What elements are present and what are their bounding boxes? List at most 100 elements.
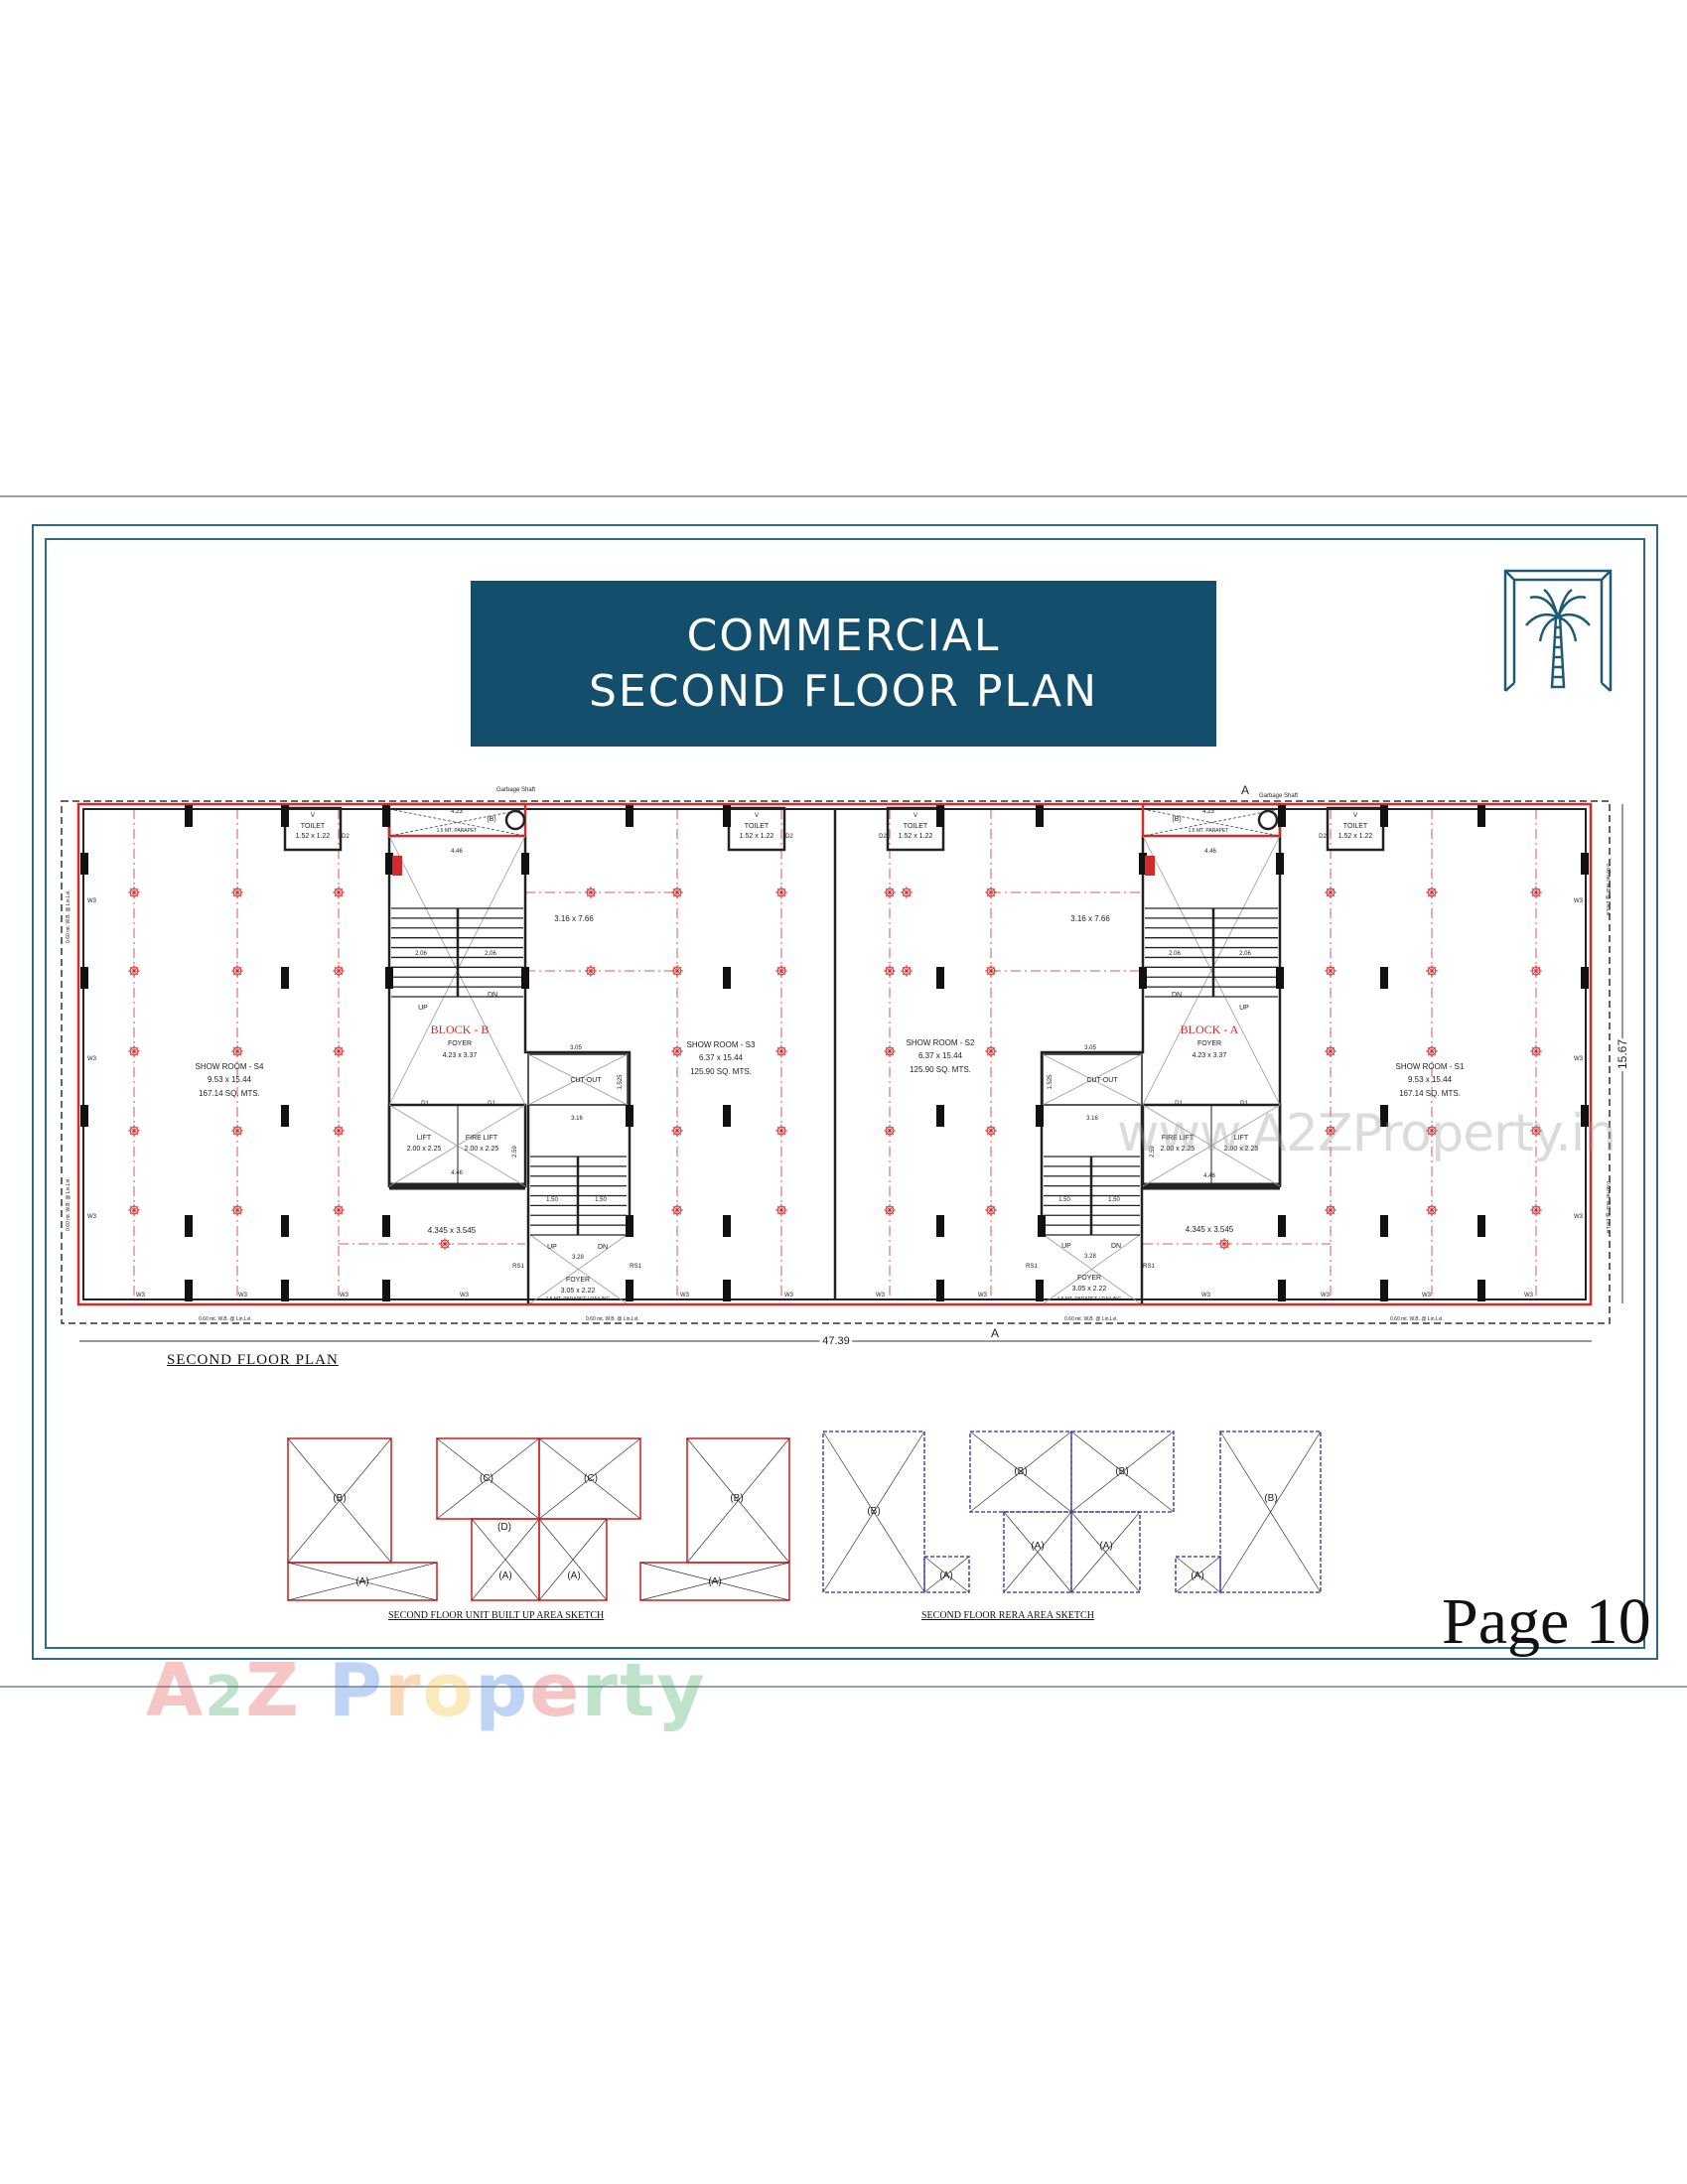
sprinkler-marker <box>884 965 896 977</box>
sprinkler-marker <box>985 1125 997 1137</box>
showroom-s2-name: SHOW ROOM - S2 <box>907 1038 975 1047</box>
sprinkler-marker <box>1426 1045 1438 1057</box>
column <box>1036 805 1044 827</box>
vent-s3: V <box>755 813 759 819</box>
cutout-a-height: 1.525 <box>1048 1074 1054 1090</box>
column <box>281 1105 289 1127</box>
tread-b-2: 1.50 <box>595 1197 607 1203</box>
sprinkler-marker <box>439 1238 451 1250</box>
rear-a-width: 3.05 <box>1084 1045 1096 1051</box>
built-up-unit-area-diagonals <box>639 1562 790 1601</box>
column <box>626 1105 633 1127</box>
sprinkler-marker <box>1530 1125 1542 1137</box>
lift-b-label: LIFT <box>417 1135 432 1142</box>
lift-a-height: 2.59 <box>1150 1146 1156 1158</box>
section-marker-top: A <box>1241 783 1249 797</box>
showroom-s1-area: 167.14 SQ. MTS. <box>1399 1089 1461 1098</box>
fire-lift-b-label: FIRE LIFT <box>466 1135 498 1142</box>
railing-b: 1.5 MT. PARAPET / RAILING <box>546 1297 611 1302</box>
column <box>385 853 393 875</box>
columns <box>80 805 1589 1301</box>
column <box>1139 967 1147 989</box>
column <box>1477 1280 1485 1301</box>
plot-boundary <box>61 800 1611 1324</box>
rear-stair-a-dn: DN <box>1111 1243 1121 1250</box>
built-up-sketch-caption: SECOND FLOOR UNIT BUILT UP AREA SKETCH <box>388 1610 605 1621</box>
column <box>521 967 529 989</box>
toilet-s1-label: TOILET <box>1343 823 1368 830</box>
sprinkler-marker <box>1426 1125 1438 1137</box>
showroom-s1-size: 9.53 x 15.44 <box>1408 1075 1453 1084</box>
tread-b-1: 1.50 <box>546 1197 558 1203</box>
sketch1-tag-a: (A) <box>355 1576 368 1587</box>
built-up-unit-area-diagonals <box>287 1562 438 1601</box>
column <box>1380 967 1388 989</box>
rera-unit-area <box>1175 1556 1221 1593</box>
stair-a-width-2: 2.06 <box>1239 951 1251 957</box>
vent-s2: V <box>914 813 917 819</box>
sprinkler-marker <box>671 1125 683 1137</box>
sprinkler-marker <box>671 965 683 977</box>
showroom-s2-size: 6.37 x 15.44 <box>918 1051 963 1060</box>
window-w3: W3 <box>1321 1293 1331 1298</box>
core-labels: BLOCK - B FOYER 4.23 x 3.37 BLOCK - A FO… <box>407 809 1259 1302</box>
wb-note: 0.60 mt. W.B. @ Lin.Lvl. <box>66 1177 71 1231</box>
door-d2-s2: D2 <box>879 834 887 840</box>
sprinkler-marker <box>231 965 243 977</box>
sprinkler-marker <box>884 887 896 898</box>
sprinkler-marker <box>1325 887 1336 898</box>
sprinkler-marker <box>671 1045 683 1057</box>
title-line-1: COMMERCIAL <box>686 610 1001 661</box>
column <box>521 853 529 875</box>
floor-plan-caption: SECOND FLOOR PLAN <box>167 1352 339 1368</box>
column <box>185 1215 193 1237</box>
window-w3: W3 <box>680 1293 690 1298</box>
shaft-b-width: 4.23 <box>451 809 463 815</box>
showroom-s4-size: 9.53 x 15.44 <box>208 1075 252 1084</box>
sprinkler-marker <box>901 887 913 898</box>
toilet-s3-size: 1.52 x 1.22 <box>740 833 774 840</box>
toilet-s4-size: 1.52 x 1.22 <box>296 833 331 840</box>
wb-note: 0.60 mt. W.B. @ Lin.Lvl. <box>66 889 71 943</box>
column <box>1139 853 1147 875</box>
sprinkler-marker <box>333 887 345 898</box>
page-bottom-rule <box>0 1686 1687 1688</box>
window-w3: W3 <box>87 1214 97 1220</box>
window-w3: W3 <box>340 1293 350 1298</box>
sprinkler-marker <box>128 1204 140 1216</box>
sprinkler-marker <box>231 887 243 898</box>
sprinkler-marker <box>128 965 140 977</box>
window-w3: W3 <box>460 1293 470 1298</box>
core-a-width: 4.46 <box>1204 849 1216 855</box>
walls <box>283 802 1385 1303</box>
showroom-s3-name: SHOW ROOM - S3 <box>687 1040 756 1049</box>
cutout-b-label: CUT-OUT <box>570 1077 602 1084</box>
door-d2-s3: D2 <box>785 834 793 840</box>
window-w3: W3 <box>238 1293 248 1298</box>
window-w3: W3 <box>1574 1214 1584 1220</box>
built-up-unit-area-diagonals <box>436 1437 540 1520</box>
core-b-width: 4.46 <box>451 849 463 855</box>
column <box>382 1215 390 1237</box>
built-up-unit-area <box>287 1562 438 1601</box>
built-up-unit-area <box>639 1562 790 1601</box>
rear-foyer-a-size: 3.05 x 2.22 <box>1072 1286 1107 1293</box>
column <box>281 805 289 827</box>
rera-unit-area <box>1070 1511 1141 1593</box>
rear-foyer-a-label: FOYER <box>1077 1275 1101 1282</box>
railing-a: 1.5 MT. PARAPET / RAILING <box>1057 1297 1122 1302</box>
column <box>626 1215 633 1237</box>
sketch2-tag-b2: (B) <box>1014 1466 1027 1477</box>
foyer-b-width: 3.28 <box>572 1255 584 1261</box>
column <box>1380 805 1388 827</box>
stair-a-up: UP <box>1239 1005 1249 1012</box>
window-w3: W3 <box>1524 1293 1534 1298</box>
sketch1-tag-b2: (B) <box>730 1493 743 1504</box>
column <box>80 1105 88 1127</box>
column <box>1581 853 1589 875</box>
wb-note: 0.60 mt. W.B. @ Lin.Lvl. <box>1605 1181 1611 1235</box>
sprinkler-marker <box>1530 965 1542 977</box>
sprinkler-marker <box>1325 965 1336 977</box>
rera-unit-area-diagonals <box>1070 1511 1141 1593</box>
window-w3: W3 <box>784 1293 794 1298</box>
